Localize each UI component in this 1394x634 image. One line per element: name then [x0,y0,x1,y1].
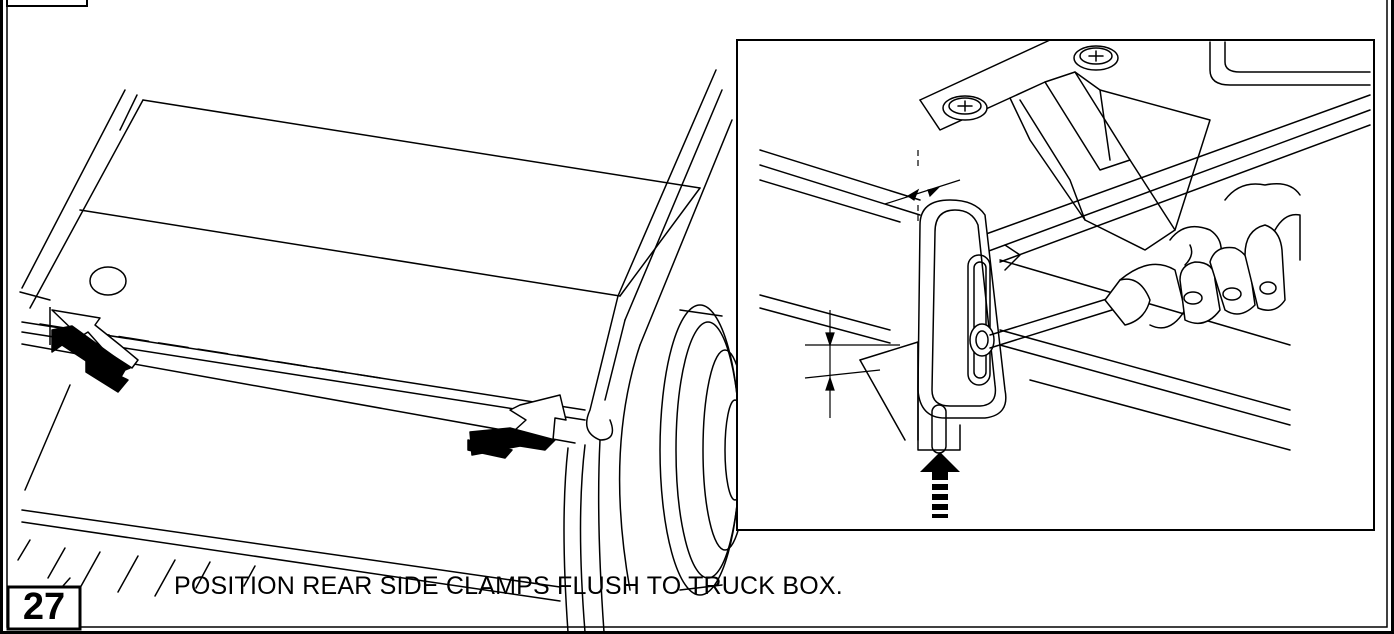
step-number: 27 [22,586,66,628]
instruction-caption: POSITION REAR SIDE CLAMPS FLUSH TO TRUCK… [174,572,843,600]
push-up-arrow [920,452,960,518]
right-clamp-arrows [467,394,567,459]
step-number-box [6,585,82,631]
left-clamp-arrows [49,307,139,393]
clamp-detail-illustration [759,39,1371,454]
top-corner-tab [6,0,88,7]
gap-dimension-marks [804,150,961,418]
